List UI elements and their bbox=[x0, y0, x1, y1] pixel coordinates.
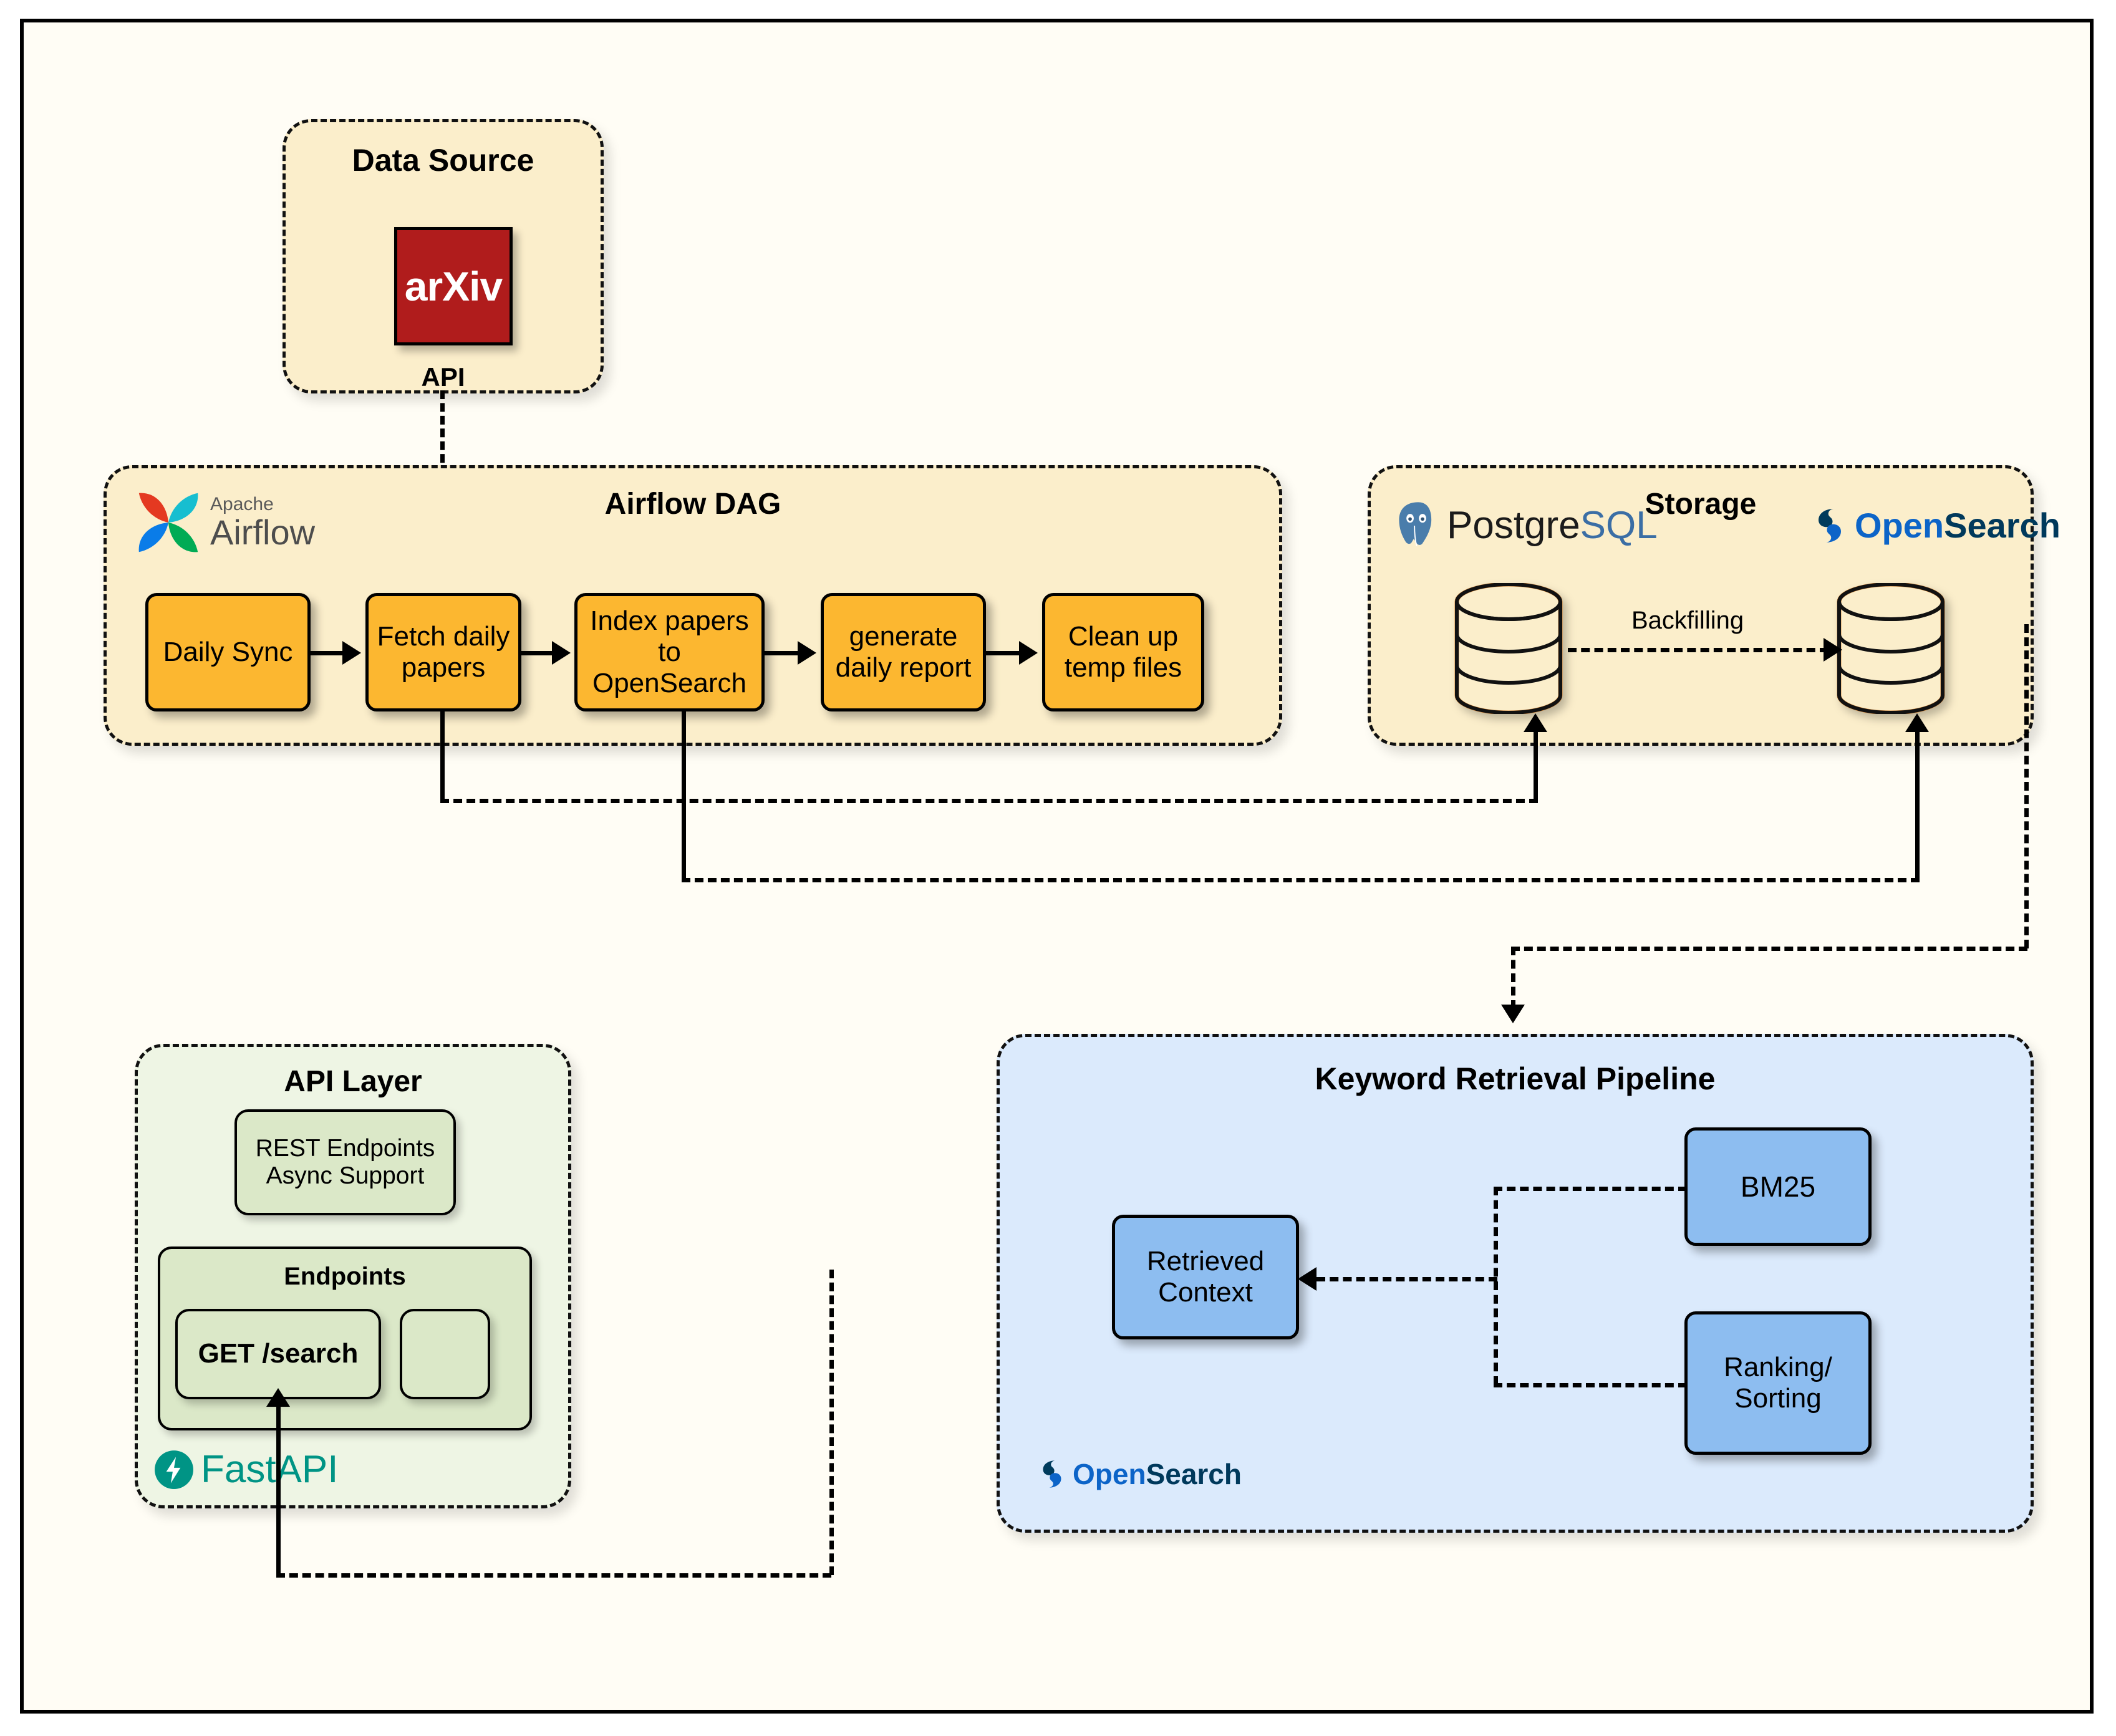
edge-index-to-opensearch-arrowhead bbox=[1905, 713, 1929, 732]
edge-dailysync-to-fetch bbox=[311, 651, 347, 655]
pipeline-title: Keyword Retrieval Pipeline bbox=[1315, 1061, 1716, 1096]
panel-storage: Storage PostgreSQL OpenSearch bbox=[1368, 465, 2060, 746]
edge-index-to-report bbox=[765, 651, 801, 655]
postgresql-logo-part2: SQL bbox=[1580, 504, 1658, 547]
edge-index-to-opensearch-seg1 bbox=[682, 708, 686, 880]
edge-opensearch-to-pipeline-seg3 bbox=[1511, 947, 1515, 1009]
data-source-title: Data Source bbox=[352, 143, 534, 178]
pipeline-node-label: Retrieved Context bbox=[1146, 1245, 1265, 1308]
opensearch-logo-part2: Search bbox=[1146, 1458, 1242, 1490]
dag-task-label: Index papers to OpenSearch bbox=[590, 605, 749, 699]
edge-pipeline-to-api-seg1 bbox=[829, 1270, 834, 1575]
dag-task-index-papers-to-opensearch[interactable]: Index papers to OpenSearch bbox=[574, 593, 765, 711]
opensearch-swirl-icon bbox=[1043, 1460, 1061, 1488]
opensearch-logo-pipeline: OpenSearch bbox=[1034, 1456, 1242, 1492]
dag-task-label: Fetch daily papers bbox=[377, 620, 510, 683]
airflow-dag-title: Airflow DAG bbox=[604, 488, 781, 521]
opensearch-swirl-icon bbox=[1819, 509, 1841, 542]
edge-fetch-to-postgres-seg2 bbox=[440, 799, 1538, 803]
edge-bus-to-retrieved-context bbox=[1316, 1277, 1497, 1281]
edge-fetch-to-postgres-arrowhead bbox=[1524, 713, 1547, 732]
api-layer-title: API Layer bbox=[284, 1065, 422, 1098]
arxiv-logo: arXiv bbox=[394, 227, 513, 345]
edge-fetch-to-postgres-seg1 bbox=[440, 708, 445, 801]
panel-data-source: Data Source arXiv API bbox=[283, 119, 604, 393]
edge-backfilling-label: Backfilling bbox=[1631, 607, 1744, 634]
panel-api-layer: API Layer REST Endpoints Async Support E… bbox=[135, 1044, 571, 1508]
pipeline-node-label: Ranking/ Sorting bbox=[1724, 1351, 1832, 1414]
dag-task-label: Daily Sync bbox=[163, 636, 293, 667]
storage-title: Storage bbox=[1645, 488, 1757, 521]
endpoints-group-title: Endpoints bbox=[284, 1263, 406, 1290]
panel-airflow-dag: Airflow DAG Apache Airflow Daily Sync Fe… bbox=[104, 465, 1282, 746]
opensearch-logo-storage: OpenSearch bbox=[1807, 503, 2060, 548]
storage-db-opensearch bbox=[1835, 583, 1946, 714]
edge-pipeline-to-api-seg2 bbox=[276, 1573, 831, 1578]
edge-ranking-to-bus bbox=[1494, 1383, 1687, 1387]
edge-index-to-opensearch-seg3 bbox=[1915, 730, 1920, 880]
api-feature-rest-endpoints: REST Endpoints bbox=[255, 1134, 435, 1162]
airflow-logo-apache: Apache bbox=[210, 494, 274, 514]
dag-task-daily-sync[interactable]: Daily Sync bbox=[145, 593, 311, 711]
diagram-canvas: Data Source arXiv API Airflow DAG Apache… bbox=[20, 19, 2094, 1714]
edge-report-to-cleanup-arrowhead bbox=[1019, 641, 1038, 665]
dag-task-label: generate daily report bbox=[835, 620, 972, 683]
edge-pipeline-to-api-seg3 bbox=[276, 1407, 281, 1575]
pipeline-node-retrieved-context[interactable]: Retrieved Context bbox=[1112, 1215, 1299, 1339]
endpoint-get-search[interactable]: GET /search bbox=[175, 1309, 381, 1399]
database-cylinder-icon bbox=[1454, 583, 1563, 714]
fastapi-bolt-icon bbox=[155, 1450, 193, 1489]
fastapi-logo: FastAPI bbox=[153, 1449, 339, 1490]
edge-fetch-to-index-arrowhead bbox=[552, 641, 571, 665]
pipeline-node-bm25[interactable]: BM25 bbox=[1684, 1127, 1872, 1246]
postgresql-elephant-icon bbox=[1399, 502, 1432, 547]
airflow-pinwheel-icon bbox=[138, 493, 198, 552]
edge-index-to-opensearch-seg2 bbox=[682, 878, 1920, 882]
dag-task-fetch-daily-papers[interactable]: Fetch daily papers bbox=[365, 593, 521, 711]
postgresql-logo: PostgreSQL bbox=[1394, 501, 1658, 551]
pipeline-node-label: BM25 bbox=[1740, 1170, 1816, 1203]
opensearch-logo-part2: Search bbox=[1944, 506, 2060, 545]
edge-opensearch-to-pipeline-seg1 bbox=[2024, 624, 2029, 948]
fastapi-logo-label: FastAPI bbox=[201, 1448, 339, 1491]
postgresql-logo-part1: Postgre bbox=[1447, 504, 1580, 547]
edge-opensearch-to-pipeline-seg2 bbox=[1511, 947, 2027, 951]
pipeline-node-ranking-sorting[interactable]: Ranking/ Sorting bbox=[1684, 1311, 1872, 1455]
edge-pipeline-bus-vertical bbox=[1494, 1187, 1498, 1385]
dag-task-generate-daily-report[interactable]: generate daily report bbox=[821, 593, 986, 711]
api-feature-async-support: Async Support bbox=[266, 1162, 425, 1189]
storage-db-postgres bbox=[1453, 583, 1564, 714]
edge-report-to-cleanup bbox=[986, 651, 1022, 655]
endpoint-empty-slot[interactable] bbox=[400, 1309, 490, 1399]
dag-task-clean-up-temp-files[interactable]: Clean up temp files bbox=[1042, 593, 1204, 711]
edge-index-to-report-arrowhead bbox=[798, 641, 816, 665]
edge-opensearch-to-pipeline-arrowhead bbox=[1501, 1005, 1525, 1023]
edge-dailysync-to-fetch-arrowhead bbox=[342, 641, 361, 665]
apache-airflow-logo: Apache Airflow bbox=[132, 486, 315, 559]
data-source-api-label: API bbox=[421, 362, 465, 392]
dag-task-label: Clean up temp files bbox=[1064, 620, 1182, 683]
edge-backfilling-arrowhead bbox=[1824, 638, 1842, 662]
edge-bus-to-retrieved-context-arrowhead bbox=[1298, 1267, 1316, 1291]
opensearch-logo-part1: Open bbox=[1855, 506, 1944, 545]
api-layer-features-box: REST Endpoints Async Support bbox=[234, 1109, 456, 1215]
edge-fetch-to-index bbox=[521, 651, 556, 655]
opensearch-logo-part1: Open bbox=[1073, 1458, 1146, 1490]
edge-backfilling bbox=[1568, 648, 1829, 652]
edge-pipeline-to-api-arrowhead bbox=[266, 1388, 290, 1407]
endpoint-label: GET /search bbox=[198, 1338, 359, 1369]
database-cylinder-icon bbox=[1837, 583, 1945, 714]
panel-keyword-retrieval-pipeline: Keyword Retrieval Pipeline Retrieved Con… bbox=[997, 1034, 2034, 1533]
edge-bm25-to-bus bbox=[1494, 1187, 1687, 1191]
edge-fetch-to-postgres-seg3 bbox=[1534, 730, 1538, 801]
airflow-logo-airflow: Airflow bbox=[210, 513, 316, 552]
